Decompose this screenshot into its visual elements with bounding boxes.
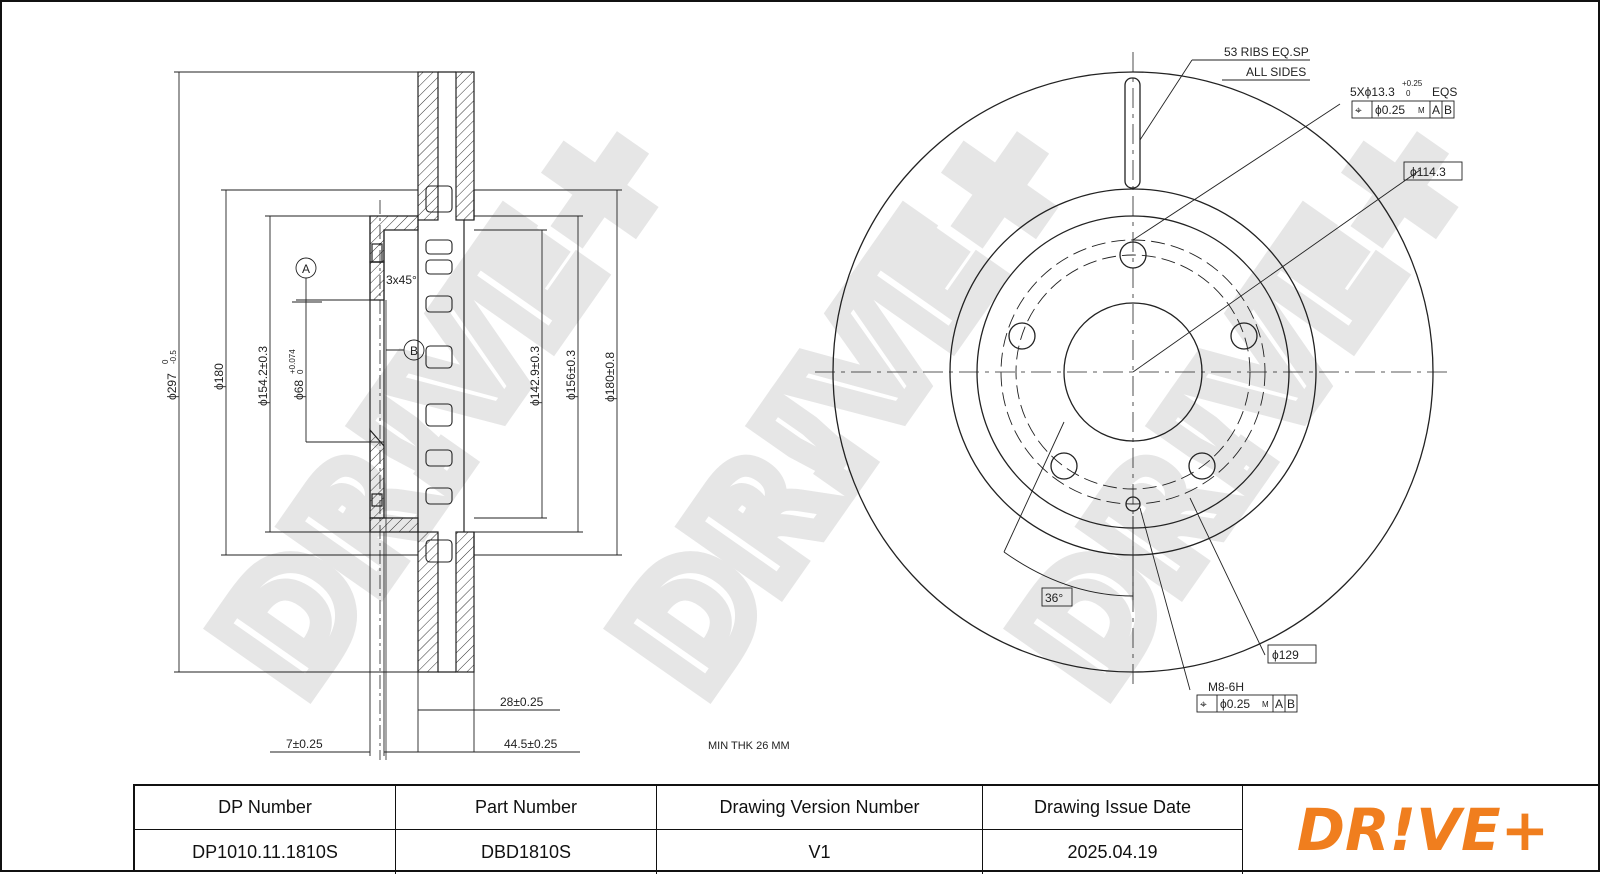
fcf-position-icon: ⌖ (1200, 697, 1207, 711)
bolt-hole (1008, 322, 1036, 350)
disc-wall-right-upper (455, 71, 475, 221)
fcf-modifier: M (1262, 700, 1269, 709)
dim-pilot-dia: ϕ154.2±0.3 (256, 346, 270, 406)
header-issue-date: Drawing Issue Date (983, 786, 1243, 830)
dim-outer-dia-tol-bot: -0.5 (169, 350, 178, 364)
title-block: DP Number Part Number Drawing Version Nu… (133, 784, 1600, 874)
disc-wall-left-upper (417, 71, 439, 221)
thread-label: M8-6H (1208, 680, 1244, 694)
datum-a-label: A (302, 262, 310, 276)
side-dimensions (174, 71, 622, 756)
fcf-datum-a: A (1432, 103, 1440, 117)
side-dim-texts: ϕ297 0 -0.5 ϕ180 ϕ154.2±0.3 ϕ68 +0.074 0… (161, 262, 790, 752)
fcf-thread: ⌖ ϕ0.25 M A B (1196, 694, 1298, 713)
dim-vent-dia: ϕ156±0.3 (564, 350, 578, 400)
dim-outer-dia: ϕ297 (165, 373, 179, 400)
side-view (369, 71, 475, 760)
logo-wordmark: DR!VE+ (1296, 798, 1548, 862)
dim-hat-dia: ϕ180 (212, 363, 226, 390)
fcf-tolerance: ϕ0.25 (1220, 697, 1250, 711)
fcf-modifier: M (1418, 106, 1425, 115)
fcf-holes: ⌖ ϕ0.25 M A B (1351, 100, 1455, 119)
header-drawing-version: Drawing Version Number (657, 786, 983, 830)
vanes (425, 185, 453, 563)
dim-inner-dia: ϕ142.9±0.3 (528, 346, 542, 406)
disc-wall-left-lower (417, 531, 439, 673)
min-thickness-note: MIN THK 26 MM (708, 740, 790, 752)
header-part-number: Part Number (396, 786, 657, 830)
value-issue-date: 2025.04.19 (983, 830, 1243, 874)
fcf-datum-b: B (1287, 697, 1295, 711)
fcf-datum-b: B (1444, 103, 1452, 117)
all-sides-note: ALL SIDES (1246, 65, 1306, 79)
header-dp-number: DP Number (135, 786, 396, 830)
fcf-position-icon: ⌖ (1355, 103, 1362, 117)
dim-thickness: 28±0.25 (500, 695, 544, 709)
holes-eqs: EQS (1432, 85, 1457, 99)
holes-note: 5Xϕ13.3 (1350, 85, 1395, 99)
holes-tol-bot: 0 (1406, 89, 1411, 98)
dim-bore-tol-bot: 0 (296, 369, 305, 374)
value-dp-number: DP1010.11.1810S (135, 830, 396, 874)
dim-bore-dia: ϕ68 (292, 380, 306, 400)
angle-label: 36° (1045, 591, 1063, 605)
hat-section-upper (369, 215, 419, 263)
outer-pcd-label: ϕ129 (1272, 648, 1299, 662)
hat-section-lower (369, 517, 419, 533)
bolt-hole (1230, 322, 1258, 350)
brand-logo: DR!VE+ (1243, 786, 1600, 874)
disc-wall-right-lower (455, 531, 475, 673)
fcf-tolerance: ϕ0.25 (1375, 103, 1405, 117)
front-annotations: 53 RIBS EQ.SP ALL SIDES 5Xϕ13.3 +0.25 0 … (1041, 45, 1463, 713)
front-view (815, 52, 1452, 691)
value-part-number: DBD1810S (396, 830, 657, 874)
bolt-hole (1050, 452, 1078, 480)
dim-outer-dia-tol-top: 0 (161, 359, 170, 364)
holes-tol-top: +0.25 (1402, 79, 1423, 88)
dim-bore-tol-top: +0.074 (288, 349, 297, 374)
ribs-note: 53 RIBS EQ.SP (1224, 45, 1309, 59)
value-drawing-version: V1 (657, 830, 983, 874)
bolt-hole (1188, 452, 1216, 480)
dim-height: 44.5±0.25 (504, 737, 558, 751)
pcd-label: ϕ114.3 (1410, 165, 1446, 179)
dim-hub-thickness: 7±0.25 (286, 737, 323, 751)
fcf-datum-a: A (1275, 697, 1283, 711)
datum-b-label: B (410, 344, 418, 358)
dim-face-dia: ϕ180±0.8 (603, 352, 617, 402)
dim-chamfer: 3x45° (386, 273, 417, 287)
rib-slot (1124, 77, 1141, 189)
